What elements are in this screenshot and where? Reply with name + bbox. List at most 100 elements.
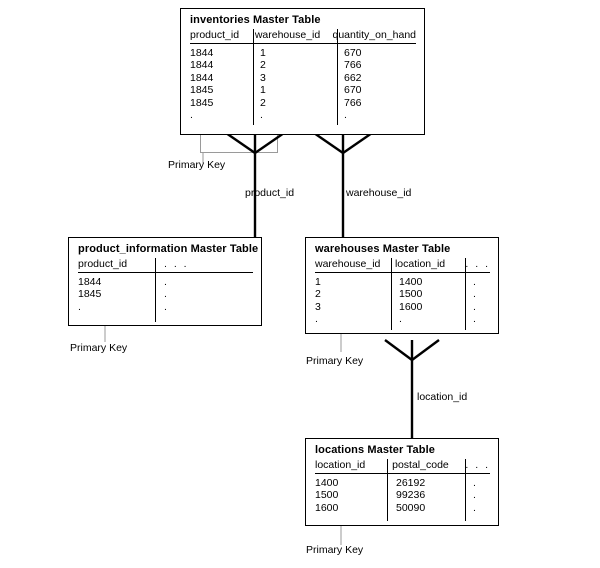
cell: . [164,288,167,301]
cell: 662 [344,71,362,84]
cell: . [473,300,476,313]
cell: . [164,300,167,313]
cell: . [399,313,402,326]
relationship-label-warehouse-id: warehouse_id [346,187,412,199]
table-row: 1844 2 766 [190,59,416,71]
column-separator [465,258,466,330]
cell: 3 [260,71,266,84]
cell: 1844 [190,59,214,72]
cell: 766 [344,59,362,72]
cell: 766 [344,96,362,109]
column-separator [253,29,254,125]
table-header-row: warehouse_id location_id . . . [315,258,490,272]
table-row: 1 1400 . [315,276,490,288]
primary-key-label-inventories: Primary Key [168,159,226,171]
header-rule [315,272,490,273]
header-rule [78,272,253,273]
cell: 1600 [399,300,423,313]
cell: 1845 [190,84,214,97]
cell: 1844 [190,47,214,59]
table-row: . . [78,301,253,313]
table-body-inventories: 1844 1 670 1844 2 766 1844 3 662 1845 1 [190,47,416,121]
relation-warehouse-id [313,132,373,237]
table-body-warehouses: 1 1400 . 2 1500 . 3 1600 . . . . [315,276,490,326]
cell: . [315,313,318,326]
table-title-product-information: product_information Master Table [78,243,259,255]
relationship-label-location-id: location_id [417,391,468,403]
cell: 1845 [78,288,102,301]
column-header: location_id [394,258,446,270]
table-row: 1845 1 670 [190,84,416,96]
cell: 1600 [315,501,339,514]
column-separator [337,29,338,125]
cell: 1500 [399,288,423,301]
table-title-inventories: inventories Master Table [190,14,321,26]
table-row: 1844 3 662 [190,72,416,84]
primary-key-label-warehouses: Primary Key [306,355,364,367]
cell: . [473,477,476,489]
table-inventories: inventories Master Table product_id ware… [180,8,425,135]
table-locations: locations Master Table location_id posta… [305,438,499,526]
cell: 670 [344,47,362,59]
table-row: 3 1600 . [315,301,490,313]
cell: 1400 [399,276,423,288]
cell: . [78,300,81,313]
table-header-row: location_id postal_code . . . [315,459,490,473]
cell: . [344,109,347,122]
column-header: warehouse_id [254,29,321,41]
table-grid-warehouses: warehouse_id location_id . . . 1 1400 . … [315,258,490,330]
cell: . [473,489,476,502]
column-separator [465,459,466,521]
cell: 2 [260,59,266,72]
column-header: warehouse_id [315,258,381,270]
table-body-locations: 1400 26192 . 1500 99236 . 1600 50090 . [315,477,490,514]
table-header-row: product_id warehouse_id quantity_on_hand [190,29,416,43]
column-header: product_id [190,29,240,41]
primary-key-label-product-information: Primary Key [70,342,128,354]
column-header: quantity_on_hand [332,29,417,41]
cell: . [164,276,167,288]
cell: 1 [260,47,266,59]
primary-key-label-locations: Primary Key [306,544,364,556]
table-grid-inventories: product_id warehouse_id quantity_on_hand… [190,29,416,125]
table-row: 1400 26192 . [315,477,490,489]
cell: 2 [315,288,321,301]
cell: 1 [260,84,266,97]
table-title-warehouses: warehouses Master Table [315,243,451,255]
table-row: 1844 1 670 [190,47,416,59]
cell: 50090 [396,501,426,514]
relationship-label-product-id: product_id [245,187,295,199]
cell: 670 [344,84,362,97]
cell: 1500 [315,489,339,502]
table-row: 1844 . [78,276,253,288]
cell: . [473,288,476,301]
table-row: . . . [190,109,416,121]
table-header-row: product_id . . . [78,258,253,272]
column-separator [391,258,392,330]
table-product-information: product_information Master Table product… [68,237,262,326]
cell: . [473,276,476,288]
cell: 3 [315,300,321,313]
column-header-ellipsis: . . . [164,258,189,270]
table-row: 1600 50090 . [315,502,490,514]
table-body-product-information: 1844 . 1845 . . . [78,276,253,313]
cell: 1 [315,276,321,288]
cell: . [473,313,476,326]
cell: 1845 [190,96,214,109]
table-row: . . . [315,313,490,325]
table-row: 1845 2 766 [190,97,416,109]
column-separator [387,459,388,521]
cell: . [473,501,476,514]
cell: . [190,109,193,122]
header-rule [315,473,490,474]
column-header: product_id [78,258,128,270]
table-row: 1500 99236 . [315,489,490,501]
column-separator [155,258,156,322]
cell: 1844 [190,71,214,84]
cell: 1400 [315,477,339,489]
table-row: 1845 . [78,288,253,300]
table-row: 2 1500 . [315,288,490,300]
table-warehouses: warehouses Master Table warehouse_id loc… [305,237,499,334]
